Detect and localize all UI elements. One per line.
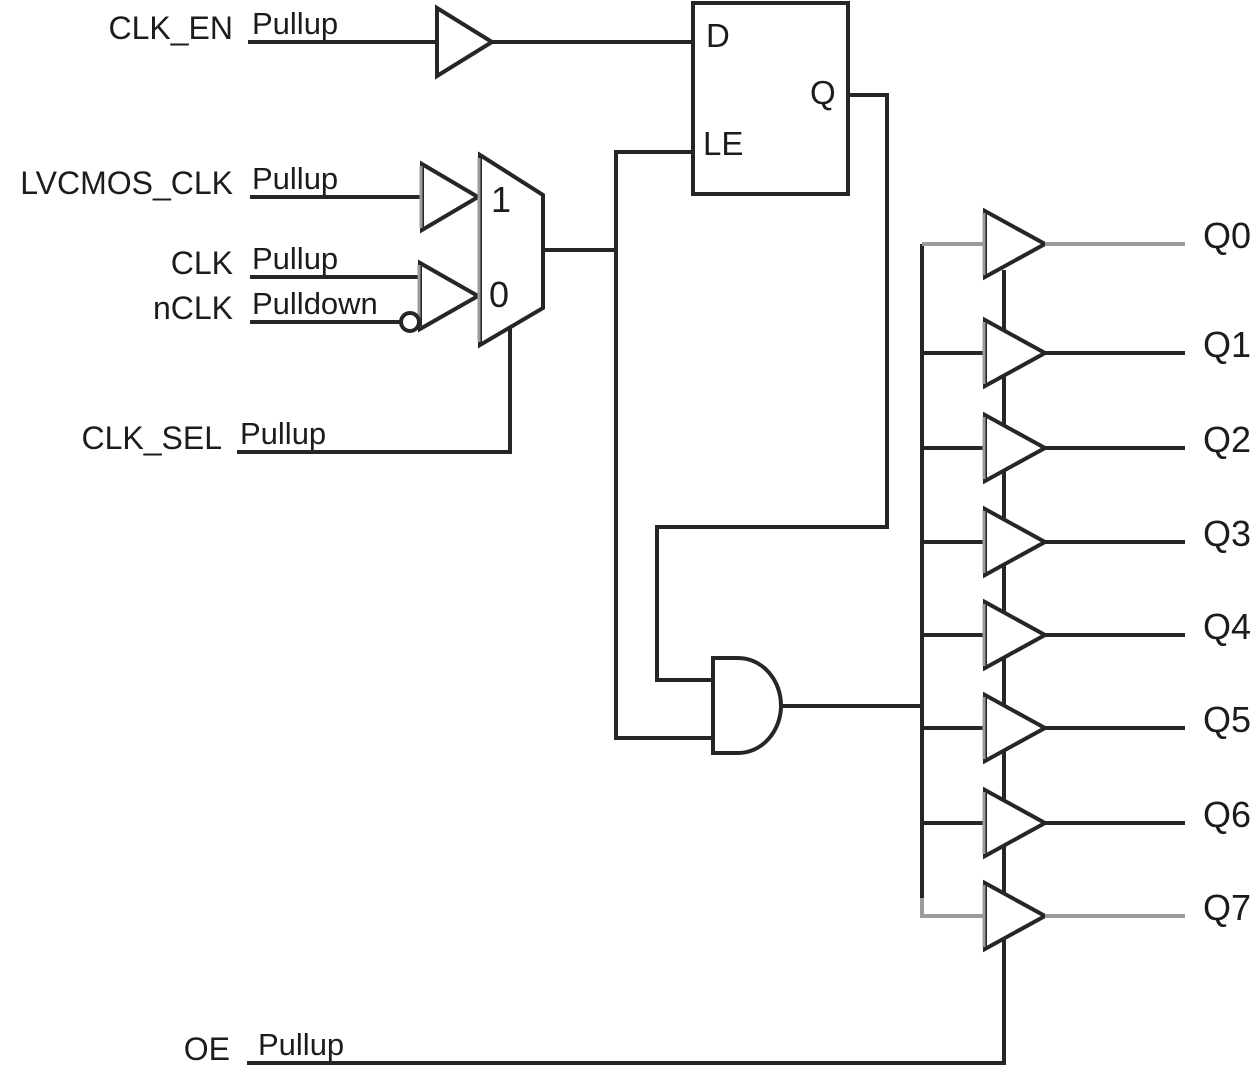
and-gate-body xyxy=(711,656,783,755)
q1-label: Q1 xyxy=(1203,324,1251,365)
q0-label: Q0 xyxy=(1203,215,1251,256)
output-buffer-q4: Q4 xyxy=(922,598,1251,672)
q4-label: Q4 xyxy=(1203,606,1251,647)
oe-label: OE xyxy=(184,1031,230,1067)
input-lvcmos-clk: LVCMOS_CLK Pullup xyxy=(20,160,482,234)
output-buffer-q6: Q6 xyxy=(922,786,1251,860)
clock-mux: 1 0 xyxy=(477,151,545,349)
latch-le-pin-label: LE xyxy=(703,125,743,162)
input-clk-en: CLK_EN Pullup xyxy=(109,4,693,80)
q3-label: Q3 xyxy=(1203,513,1251,554)
q4-buffer-triangle xyxy=(983,598,1050,672)
mux-to-le-and-and-wire xyxy=(614,150,715,740)
q6-label: Q6 xyxy=(1203,794,1251,835)
q5-label: Q5 xyxy=(1203,699,1251,740)
input-clk-sel: CLK_SEL Pullup xyxy=(81,326,512,456)
output-buffer-q0: Q0 xyxy=(922,207,1251,281)
nclk-inversion-bubble xyxy=(399,311,421,333)
output-buffer-q7: Q7 xyxy=(920,879,1251,953)
clk-en-buffer-triangle xyxy=(435,4,496,80)
output-buffer-q1: Q1 xyxy=(922,316,1251,390)
q3-buffer-triangle xyxy=(983,505,1050,579)
q7-buffer-triangle xyxy=(983,879,1050,953)
q5-buffer-triangle xyxy=(983,691,1050,765)
nclk-pulldown-label: Pulldown xyxy=(252,286,378,321)
clk-pullup-label: Pullup xyxy=(252,241,338,276)
mux-output-wires xyxy=(543,150,715,740)
q7-input-stub xyxy=(920,898,985,918)
lvcmos-clk-buffer-triangle xyxy=(420,160,482,234)
mux-body xyxy=(478,151,545,349)
output-buffer-q3: Q3 xyxy=(922,505,1251,579)
clk-label: CLK xyxy=(171,245,233,281)
mux-input-0-label: 0 xyxy=(489,274,509,315)
q6-buffer-triangle xyxy=(983,786,1050,860)
clk-en-label: CLK_EN xyxy=(109,10,234,46)
oe-enable-wire xyxy=(247,270,1006,1065)
latch-d-pin-label: D xyxy=(706,17,730,54)
q-to-and-wire xyxy=(655,93,889,682)
clk-en-pullup-label: Pullup xyxy=(252,6,338,41)
clk-sel-wire xyxy=(237,326,512,454)
and-gate xyxy=(711,656,922,755)
differential-input-buffer xyxy=(399,259,483,333)
q1-buffer-triangle xyxy=(983,316,1050,390)
input-nclk: nCLK Pulldown xyxy=(153,286,401,326)
q2-label: Q2 xyxy=(1203,419,1251,460)
latch-body xyxy=(691,1,850,196)
latch-q-pin-label: Q xyxy=(810,74,836,111)
diff-buffer-triangle xyxy=(418,259,483,333)
input-clk: CLK Pullup xyxy=(171,241,420,281)
lvcmos-clk-label: LVCMOS_CLK xyxy=(20,165,233,201)
q7-label: Q7 xyxy=(1203,887,1251,928)
mux-input-1-label: 1 xyxy=(491,179,511,220)
latch: D Q LE xyxy=(691,1,850,196)
oe-input-and-enable-line: OE Pullup xyxy=(184,270,1006,1067)
output-buffer-q2: Q2 xyxy=(922,411,1251,485)
oe-pullup-label: Pullup xyxy=(258,1027,344,1062)
output-buffer-q5: Q5 xyxy=(922,691,1251,765)
clk-sel-label: CLK_SEL xyxy=(81,420,222,456)
latch-q-feedback-wire xyxy=(655,93,889,682)
q0-buffer-triangle xyxy=(983,207,1050,281)
clk-sel-pullup-label: Pullup xyxy=(240,416,326,451)
nclk-label: nCLK xyxy=(153,290,233,326)
q2-buffer-triangle xyxy=(983,411,1050,485)
lvcmos-clk-pullup-label: Pullup xyxy=(252,161,338,196)
